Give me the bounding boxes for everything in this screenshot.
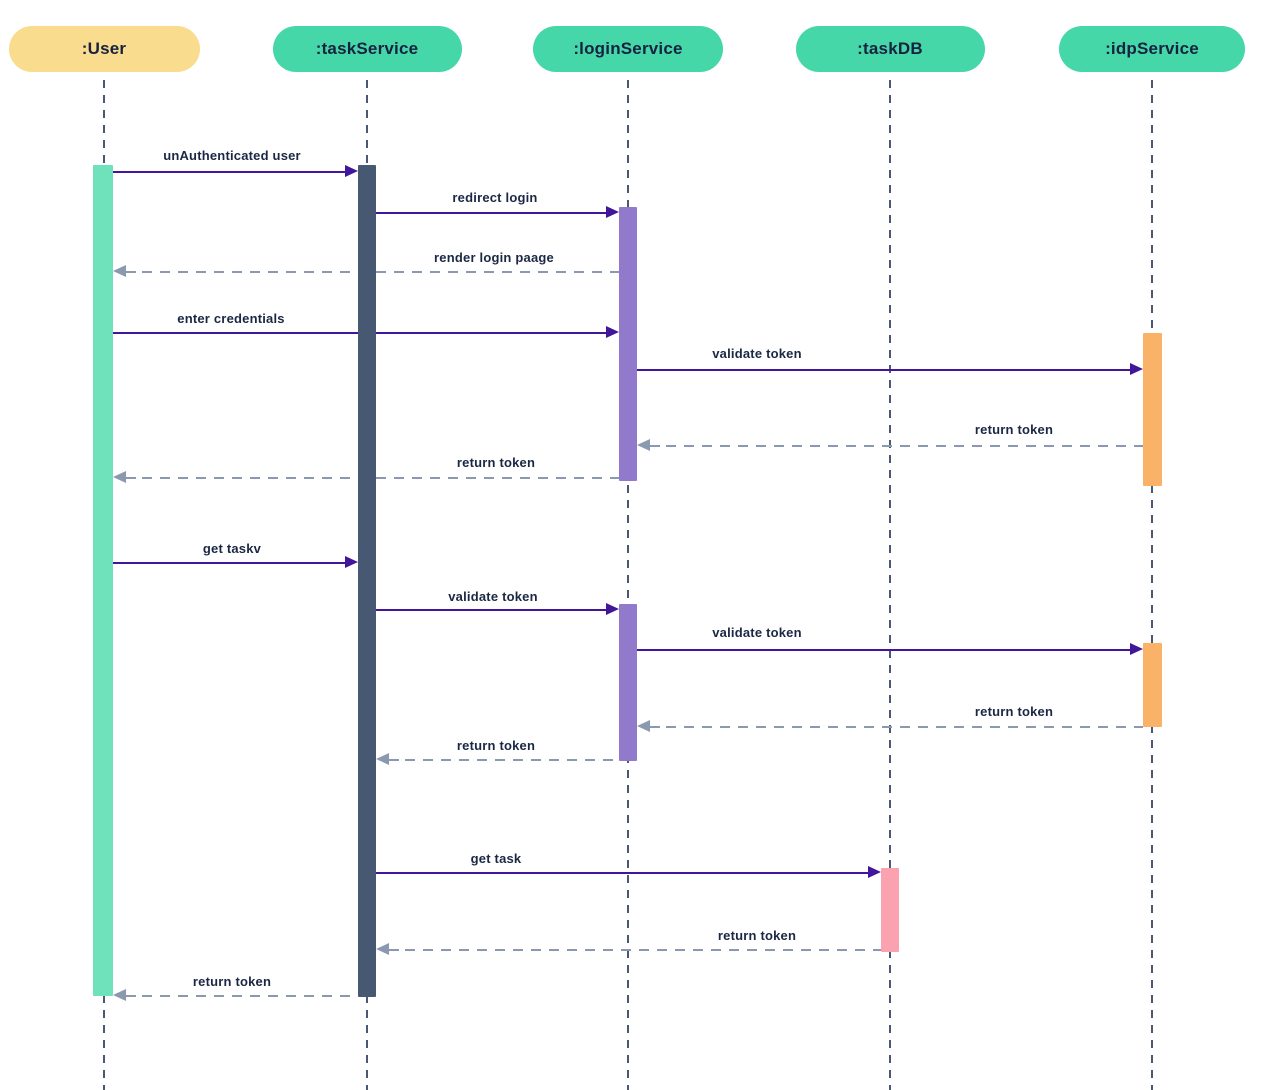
actor-pill-loginService[interactable]: :loginService (533, 26, 723, 72)
message-label: return token (974, 422, 1054, 437)
message-line-dashed (648, 726, 1143, 728)
message-stub (387, 759, 399, 761)
message-line-dashed (387, 949, 881, 951)
message-label: return token (456, 455, 536, 470)
activation-bar-taskService (358, 165, 376, 997)
arrowhead-icon (113, 471, 126, 483)
actor-pill-taskService[interactable]: :taskService (272, 26, 462, 72)
message-stub (124, 271, 136, 273)
message-label: validate token (448, 589, 538, 604)
arrowhead-icon (345, 556, 358, 568)
lifeline-loginService (627, 80, 629, 1090)
arrowhead-icon (1130, 643, 1143, 655)
activation-bar-taskDB (881, 868, 899, 952)
message-label: validate token (712, 346, 802, 361)
message-label: validate token (712, 625, 802, 640)
activation-bar-idpService (1143, 333, 1162, 486)
arrowhead-icon (606, 206, 619, 218)
message-label: unAuthenticated user (163, 148, 301, 163)
activation-bar-idpService (1143, 643, 1162, 727)
arrowhead-icon (606, 603, 619, 615)
arrowhead-icon (376, 753, 389, 765)
arrowhead-icon (868, 866, 881, 878)
arrowhead-icon (113, 989, 126, 1001)
message-line-dashed (124, 995, 358, 997)
actor-pill-idpService[interactable]: :idpService (1059, 26, 1245, 72)
message-label: get task (470, 851, 522, 866)
message-line-solid (637, 649, 1132, 651)
message-label: return token (192, 974, 272, 989)
arrowhead-icon (637, 439, 650, 451)
message-stub (648, 445, 660, 447)
arrowhead-icon (637, 720, 650, 732)
actor-pill-taskDB[interactable]: :taskDB (795, 26, 985, 72)
lifeline-taskDB (889, 80, 891, 1090)
message-label: return token (717, 928, 797, 943)
arrowhead-icon (376, 943, 389, 955)
activation-bar-user (93, 165, 113, 996)
arrowhead-icon (1130, 363, 1143, 375)
message-label: render login paage (434, 250, 554, 265)
message-label: return token (456, 738, 536, 753)
lifeline-idpService (1151, 80, 1153, 1090)
message-line-dashed (387, 759, 619, 761)
arrowhead-icon (606, 326, 619, 338)
activation-bar-loginService (619, 207, 637, 481)
arrowhead-icon (113, 265, 126, 277)
message-stub (387, 949, 399, 951)
message-stub (124, 995, 136, 997)
message-line-solid (113, 171, 347, 173)
activation-bar-loginService (619, 604, 637, 761)
message-line-solid (113, 562, 347, 564)
message-label: enter credentials (177, 311, 285, 326)
arrowhead-icon (345, 165, 358, 177)
actor-pill-user[interactable]: :User (8, 26, 200, 72)
message-label: get taskv (202, 541, 262, 556)
message-line-dashed (648, 445, 1143, 447)
message-stub (648, 726, 660, 728)
message-line-solid (637, 369, 1132, 371)
message-label: redirect login (452, 190, 538, 205)
message-line-solid (376, 609, 608, 611)
message-stub (124, 477, 136, 479)
message-line-solid (376, 872, 870, 874)
message-line-solid (376, 212, 608, 214)
message-label: return token (974, 704, 1054, 719)
